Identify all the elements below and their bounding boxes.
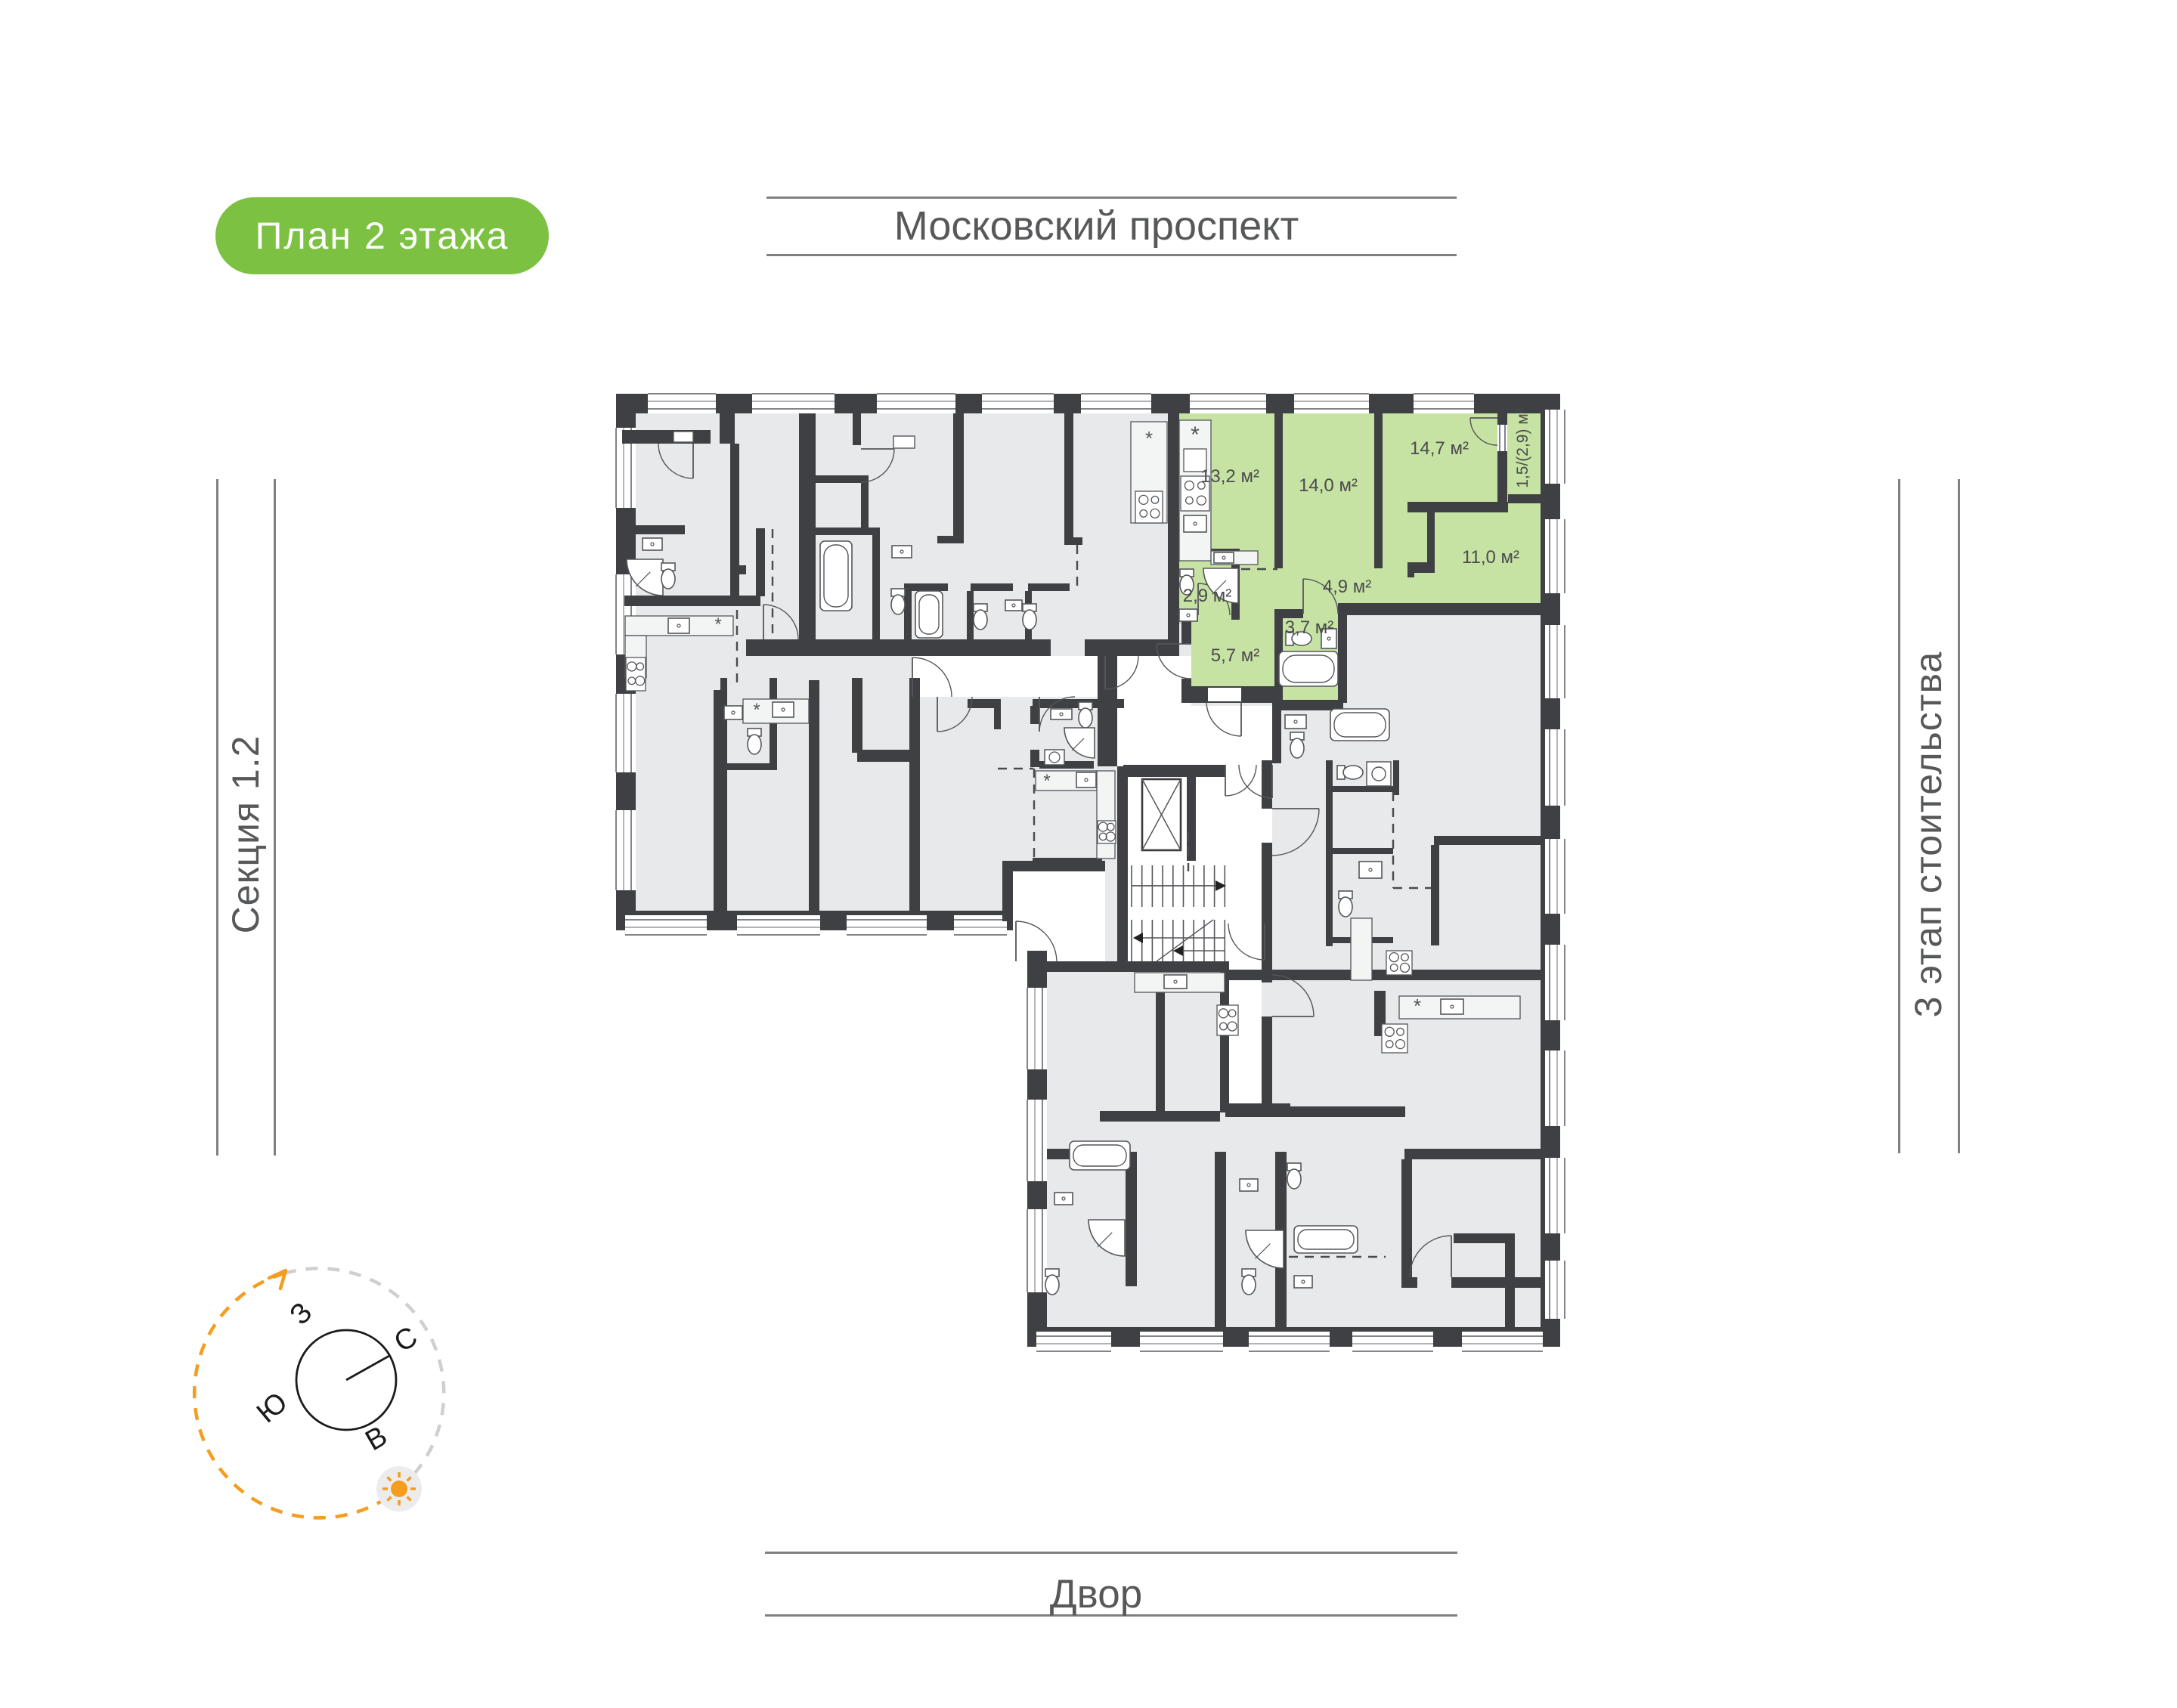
svg-text:11,0 м²: 11,0 м² xyxy=(1462,547,1519,568)
svg-text:14,0 м²: 14,0 м² xyxy=(1299,475,1358,496)
svg-text:З: З xyxy=(284,1297,319,1332)
svg-text:С: С xyxy=(389,1321,423,1359)
svg-text:1,5/(2,9) м²: 1,5/(2,9) м² xyxy=(1514,408,1531,487)
svg-text:13,2 м²: 13,2 м² xyxy=(1200,466,1259,487)
svg-text:4,9 м²: 4,9 м² xyxy=(1323,577,1372,597)
svg-text:3,7 м²: 3,7 м² xyxy=(1285,617,1334,638)
svg-text:*: * xyxy=(753,700,760,720)
svg-text:*: * xyxy=(714,614,721,635)
svg-text:2,9 м²: 2,9 м² xyxy=(1183,586,1232,606)
svg-text:*: * xyxy=(1043,771,1050,791)
svg-text:*: * xyxy=(1414,995,1421,1017)
svg-text:14,7 м²: 14,7 м² xyxy=(1410,438,1469,459)
svg-text:*: * xyxy=(1145,427,1153,450)
svg-text:5,7 м²: 5,7 м² xyxy=(1211,645,1260,666)
svg-text:*: * xyxy=(1191,422,1200,447)
svg-text:Ю: Ю xyxy=(251,1386,293,1429)
